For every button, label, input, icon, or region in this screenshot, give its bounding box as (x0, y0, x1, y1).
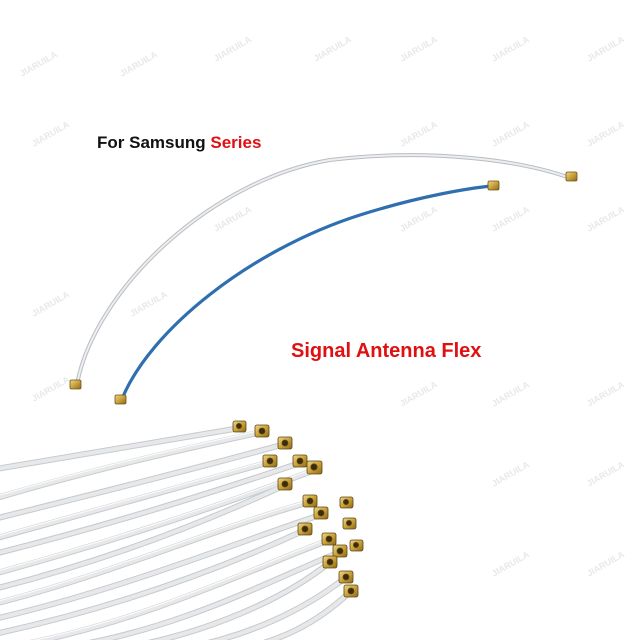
connector-icon (69, 379, 82, 390)
caption: Signal Antenna Flex (291, 340, 482, 362)
connector-icon (565, 171, 578, 182)
heading-accent: Series (210, 133, 262, 152)
connector-icon (232, 420, 247, 433)
connector-icon (114, 394, 127, 405)
connector-icon (262, 454, 278, 468)
connector-icon (321, 532, 337, 546)
connector-icon (487, 180, 500, 191)
connector-icon (342, 517, 357, 530)
connector-icon (343, 584, 359, 598)
heading: For Samsung Series (97, 133, 261, 153)
connector-icon (306, 460, 323, 475)
heading-prefix: For Samsung (97, 133, 211, 152)
connector-icon (254, 424, 270, 438)
connector-icon (277, 477, 293, 491)
connector-icon (349, 539, 364, 552)
connector-icon (339, 496, 354, 509)
connector-icon (332, 544, 348, 558)
connector-icon (297, 522, 313, 536)
connector-icon (292, 454, 308, 468)
connector-icon (277, 436, 293, 450)
blue-antenna-cable (114, 180, 500, 405)
connector-icon (338, 570, 354, 584)
connector-icon (302, 494, 318, 508)
connector-icon (322, 555, 338, 569)
connector-icon (313, 506, 329, 520)
cable-bundle (0, 420, 364, 640)
white-antenna-cable (69, 153, 578, 390)
